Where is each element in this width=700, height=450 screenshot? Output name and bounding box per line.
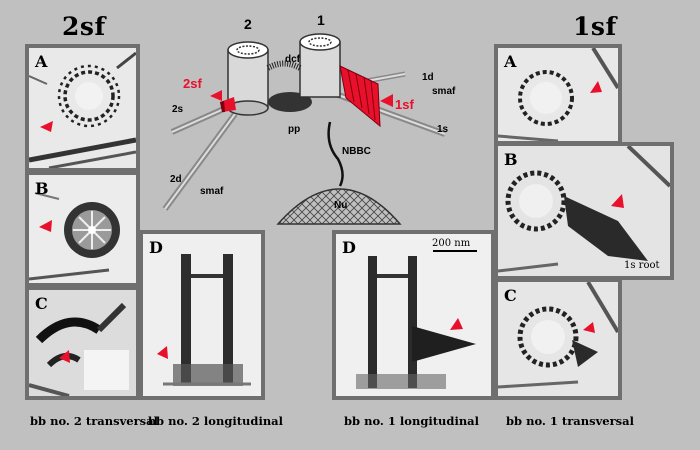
panel-left-d: D — [139, 230, 265, 400]
caption-bb2-transversal: bb no. 2 transversal — [30, 414, 158, 428]
diagram-label-bb1: 1 — [317, 12, 325, 28]
panel-label: C — [504, 286, 517, 305]
micrograph-left-c — [29, 290, 136, 396]
panel-left-b: B — [25, 171, 140, 287]
panel-label: D — [342, 238, 356, 257]
scale-bar — [433, 250, 477, 252]
panel-label: D — [149, 238, 163, 257]
panel-label: C — [35, 294, 48, 313]
panel-label: A — [35, 52, 48, 71]
panel-left-c: C — [25, 286, 140, 400]
diagram-label-1sf: 1sf — [395, 97, 414, 112]
diagram-label-2d: 2d — [170, 174, 182, 185]
micrograph-right-b — [498, 146, 670, 276]
diagram-label-2s: 2s — [172, 104, 184, 115]
panel-label: A — [504, 52, 517, 71]
right-title-1sf: 1sf — [573, 12, 617, 41]
diagram-label-2sf: 2sf — [183, 76, 202, 91]
panel-left-a: A — [25, 44, 140, 172]
micrograph-left-d — [143, 234, 261, 396]
panel-right-d: D 200 nm — [332, 230, 495, 400]
caption-bb1-transversal: bb no. 1 transversal — [506, 414, 634, 428]
diagram-label-bb2: 2 — [244, 16, 252, 32]
diagram-label-1d: 1d — [422, 72, 434, 83]
root-label: 1s root — [624, 260, 660, 271]
micrograph-right-d — [336, 234, 491, 396]
micrograph-right-a — [498, 48, 618, 141]
diagram-label-1s: 1s — [437, 124, 449, 135]
micrograph-left-a — [29, 48, 136, 168]
panel-label: B — [504, 150, 518, 169]
panel-right-c: C — [494, 278, 622, 400]
diagram-label-smaf-top: smaf — [432, 86, 456, 97]
left-title-2sf: 2sf — [62, 12, 106, 41]
diagram-label-nu: Nu — [334, 200, 348, 211]
scale-bar-label: 200 nm — [432, 238, 471, 249]
basal-body-diagram — [162, 33, 447, 225]
panel-label: B — [35, 179, 49, 198]
diagram-label-smaf-bottom: smaf — [200, 186, 224, 197]
diagram-label-pp: pp — [288, 124, 301, 135]
caption-bb2-longitudinal: bb no. 2 longitudinal — [148, 414, 284, 428]
caption-bb1-longitudinal: bb no. 1 longitudinal — [344, 414, 480, 428]
panel-right-b: B 1s root — [494, 142, 674, 280]
panel-right-a: A — [494, 44, 622, 145]
micrograph-left-b — [29, 175, 136, 283]
micrograph-right-c — [498, 282, 618, 396]
diagram-label-nbbc: NBBC — [342, 146, 371, 157]
diagram-label-dcf: dcf — [285, 54, 300, 65]
